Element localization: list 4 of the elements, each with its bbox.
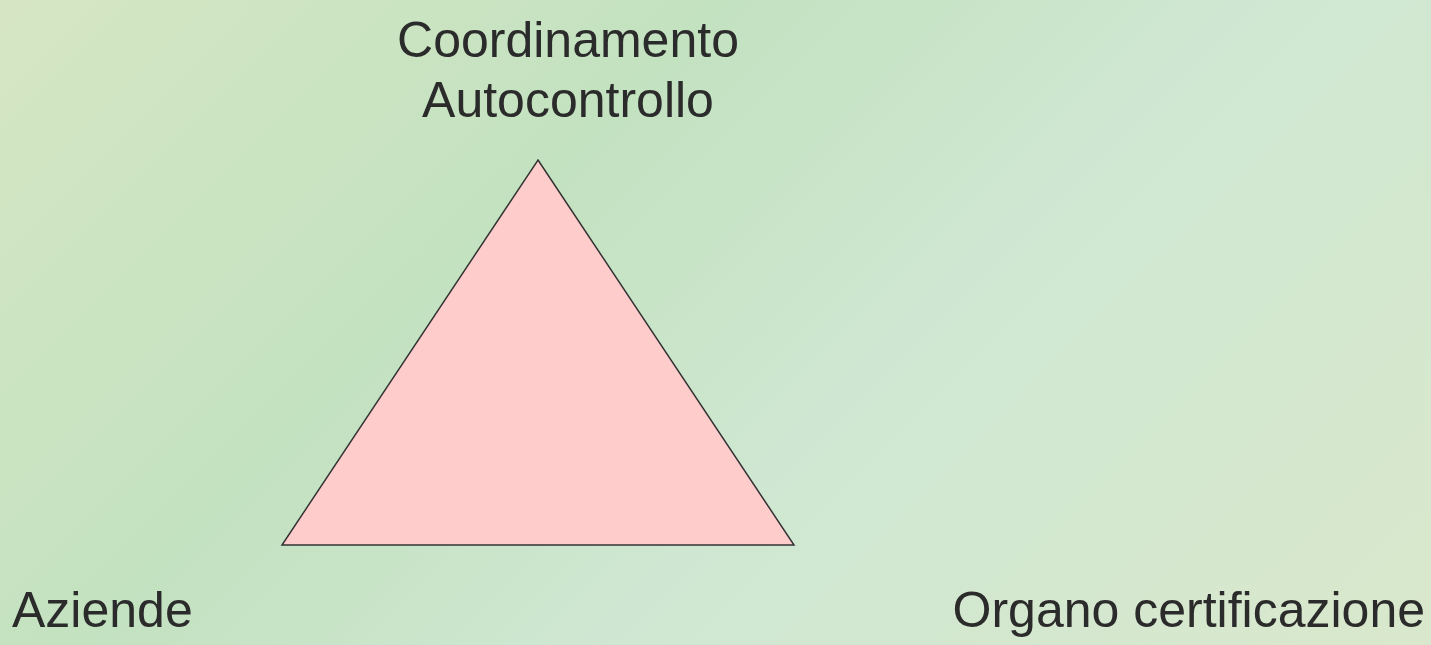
triangle-shape — [282, 160, 794, 545]
vertex-label: Organo certificazione — [951, 581, 1425, 640]
vertex-label: Aziende — [12, 581, 194, 640]
vertex-label: Coordinamento Autocontrollo — [396, 11, 740, 130]
